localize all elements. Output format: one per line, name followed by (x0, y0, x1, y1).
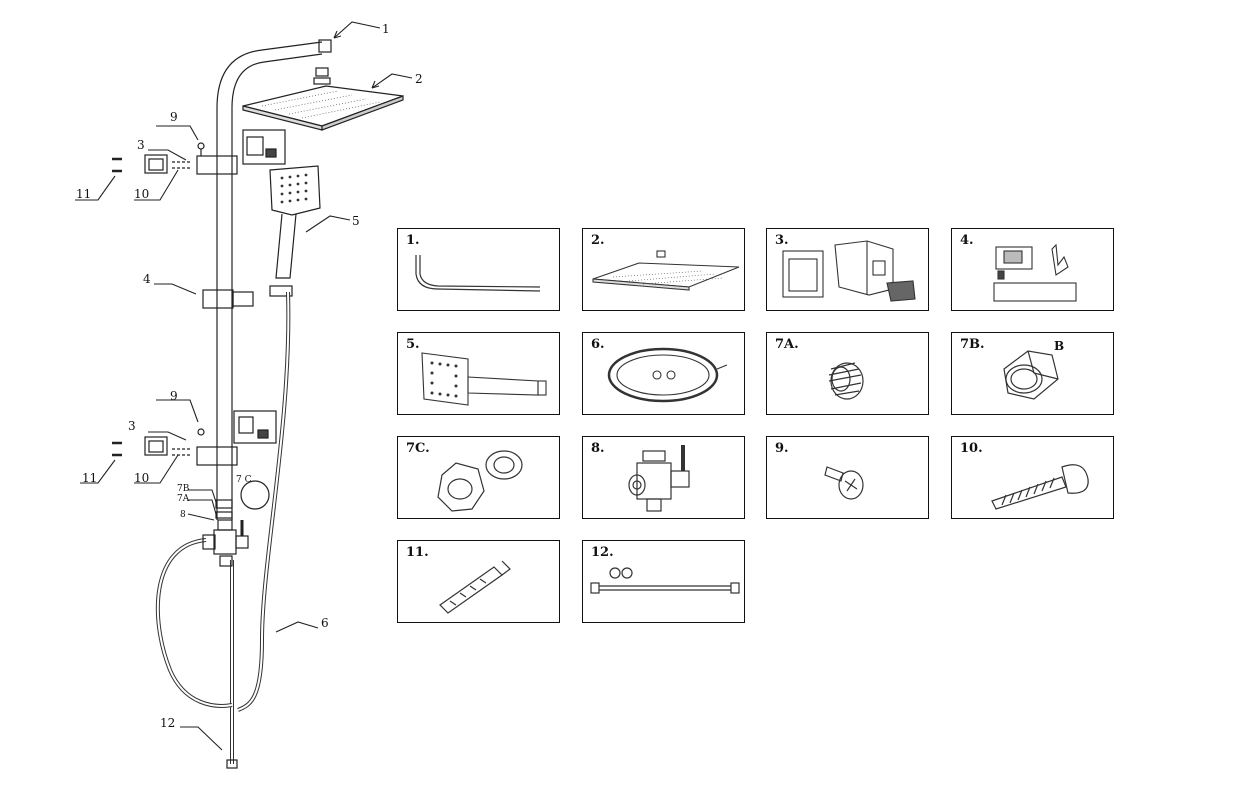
callout-9-upper: 9 (170, 110, 178, 124)
threaded-adapter-icon (828, 362, 864, 400)
rain-shower-head (242, 67, 404, 131)
part-card-6: 6. (582, 332, 745, 415)
part-label: 6. (591, 337, 605, 352)
callout-11-lower: 11 (82, 471, 98, 485)
slide-holder (202, 285, 293, 309)
rain-shower-head-icon (592, 250, 740, 291)
connection-hose-icon (590, 567, 740, 594)
part-card-7b: 7B. B (951, 332, 1114, 415)
callout-7b: 7B (177, 484, 190, 494)
small-screw-icon (824, 466, 864, 500)
callout-11-upper: 11 (76, 187, 92, 201)
reducer-icon (437, 450, 523, 512)
shower-hose-icon (607, 347, 728, 403)
callout-10-upper: 10 (134, 187, 150, 201)
part-card-5: 5. (397, 332, 560, 415)
slide-holder-icon (993, 243, 1077, 302)
wall-plug-icon (439, 560, 511, 614)
part-label: 9. (775, 441, 789, 456)
part-label: 5. (406, 337, 420, 352)
diverter-valve-icon (628, 445, 690, 512)
part-card-11: 11. (397, 540, 560, 623)
part-card-4: 4. (951, 228, 1114, 311)
part-label: 10. (960, 441, 983, 456)
part-label: 7C. (406, 441, 430, 456)
part-label: 7B. (960, 337, 985, 352)
upper-bracket-assembly (112, 129, 286, 175)
shower-rail (216, 39, 332, 520)
nut-icon (1003, 350, 1059, 400)
hand-shower-icon (421, 352, 547, 406)
part-label: 2. (591, 233, 605, 248)
callout-2: 2 (415, 72, 423, 86)
part-label: 4. (960, 233, 974, 248)
shower-hose (155, 291, 291, 769)
part-sub-label: B (1054, 339, 1065, 353)
callout-6: 6 (321, 616, 329, 630)
part-label: 8. (591, 441, 605, 456)
part-label: 12. (591, 545, 614, 560)
part-label: 11. (406, 545, 429, 560)
callout-3-upper: 3 (137, 138, 145, 152)
part-card-8: 8. (582, 436, 745, 519)
part-card-10: 10. (951, 436, 1114, 519)
callout-3-lower: 3 (128, 419, 136, 433)
part-card-7c: 7C. (397, 436, 560, 519)
part-card-12: 12. (582, 540, 745, 623)
leader-lines (75, 21, 413, 751)
callout-9-lower: 9 (170, 389, 178, 403)
part-label: 1. (406, 233, 420, 248)
callout-8: 8 (180, 510, 186, 520)
part-label: 7A. (775, 337, 799, 352)
part-label: 3. (775, 233, 789, 248)
callout-1: 1 (382, 22, 390, 36)
part-card-3: 3. (766, 228, 929, 311)
lower-bracket-assembly (112, 410, 277, 510)
callout-5: 5 (352, 214, 360, 228)
callout-7c: 7 C (236, 475, 252, 485)
diverter-valve (202, 499, 249, 567)
part-card-7a: 7A. (766, 332, 929, 415)
callout-7a: 7A (177, 494, 190, 504)
wood-screw-icon (991, 464, 1089, 510)
wall-bracket-icon (782, 240, 916, 302)
pipe-arm-icon (415, 255, 541, 292)
callout-4: 4 (143, 272, 151, 286)
callout-10-lower: 10 (134, 471, 150, 485)
part-card-1: 1. (397, 228, 560, 311)
callout-12: 12 (160, 716, 176, 730)
part-card-2: 2. (582, 228, 745, 311)
hand-shower (269, 165, 321, 279)
part-card-9: 9. (766, 436, 929, 519)
